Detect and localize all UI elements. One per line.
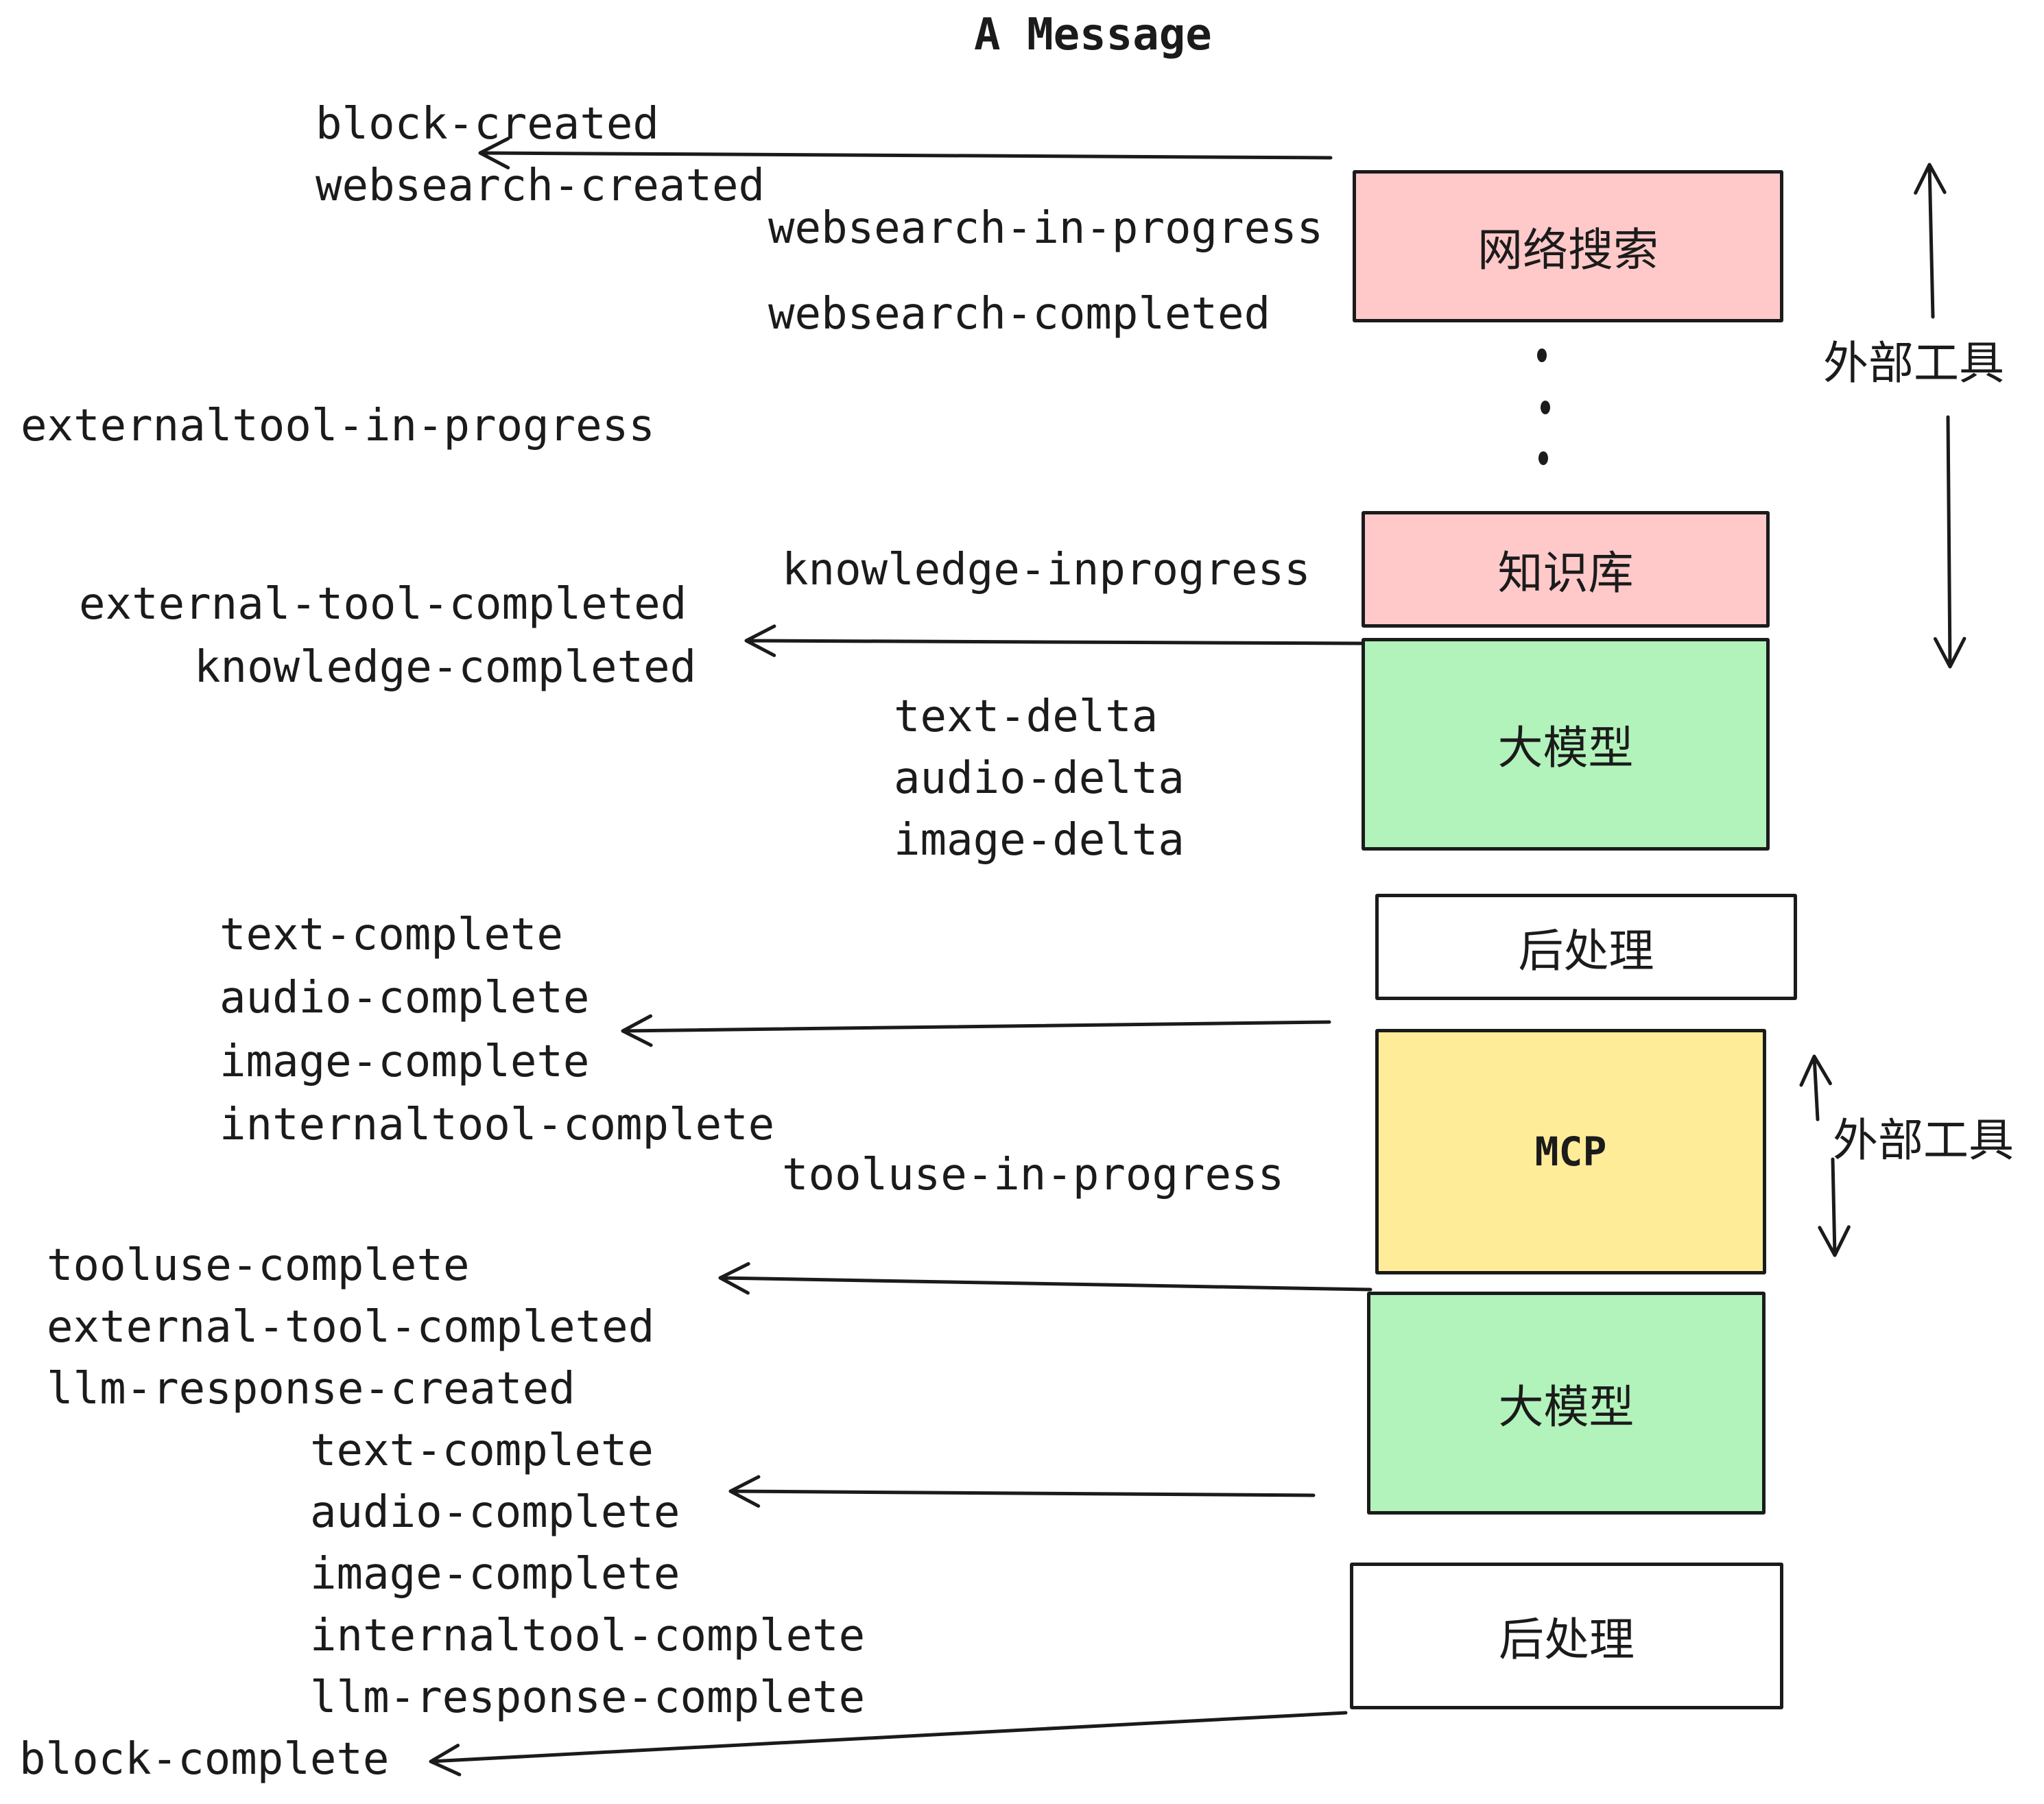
external-tools-down-arrow-mid [1818, 1157, 1851, 1257]
label-externaltool-in-progress: externaltool-in-progress [21, 401, 655, 451]
ellipsis-dot [1538, 451, 1548, 465]
label-text-complete-2: text-complete [310, 1425, 654, 1476]
arrow-to-audio-complete [728, 1475, 1316, 1508]
label-knowledge-completed: knowledge-completed [194, 642, 697, 693]
box-postprocess-1: 后处理 [1375, 894, 1797, 1000]
node-box-label: 大模型 [1497, 722, 1634, 773]
label-websearch-in-progress: websearch-in-progress [768, 203, 1324, 254]
label-tooluse-in-progress: tooluse-in-progress [782, 1150, 1285, 1200]
box-websearch: 网络搜索 [1353, 170, 1783, 322]
label-image-complete-1: image-complete [219, 1036, 590, 1087]
label-websearch-created: websearch-created [316, 161, 765, 211]
label-websearch-completed: websearch-completed [768, 289, 1271, 340]
box-knowledge: 知识库 [1362, 511, 1770, 628]
external-tools-down-arrow-top [1933, 415, 1966, 669]
label-audio-complete-2: audio-complete [310, 1487, 680, 1538]
node-box-label: 后处理 [1518, 925, 1654, 976]
arrow-to-external-tool-completed [718, 1261, 1372, 1295]
label-knowledge-inprogress: knowledge-inprogress [782, 545, 1311, 595]
label-llm-response-complete: llm-response-complete [310, 1672, 866, 1723]
label-audio-delta-1: audio-delta [894, 753, 1185, 804]
node-box-label: 知识库 [1497, 547, 1634, 598]
label-external-tool-completed-1: external-tool-completed [79, 579, 687, 630]
ellipsis-dot [1541, 401, 1550, 414]
external-tools-label-top: 外部工具 [1823, 337, 2004, 388]
label-internaltool-complete-1: internaltool-complete [219, 1100, 775, 1150]
node-box-label: 大模型 [1498, 1381, 1635, 1432]
label-image-delta-1: image-delta [894, 815, 1185, 866]
box-llm-2: 大模型 [1367, 1292, 1766, 1515]
arrow-to-image-complete [621, 1014, 1331, 1047]
label-audio-complete-1: audio-complete [219, 973, 590, 1023]
label-internaltool-complete-2: internaltool-complete [310, 1611, 866, 1661]
external-tools-up-arrow-mid [1799, 1054, 1832, 1121]
label-block-complete: block-complete [19, 1734, 390, 1785]
page-title: A Message [974, 10, 1212, 60]
arrow-to-knowledge-completed [744, 624, 1366, 657]
label-external-tool-completed-2: external-tool-completed [47, 1302, 655, 1353]
external-tools-up-arrow-top [1914, 163, 1947, 319]
ellipsis-dot [1537, 348, 1547, 362]
node-box-label: 网络搜索 [1477, 224, 1659, 275]
box-postprocess-2: 后处理 [1350, 1563, 1783, 1709]
label-tooluse-complete: tooluse-complete [47, 1240, 470, 1291]
label-image-complete-2: image-complete [310, 1549, 680, 1600]
box-mcp: MCP [1375, 1029, 1766, 1274]
external-tools-label-mid: 外部工具 [1833, 1115, 2014, 1165]
label-text-complete-1: text-complete [219, 910, 563, 960]
node-box-label: MCP [1534, 1128, 1607, 1175]
label-text-delta-1: text-delta [894, 691, 1158, 742]
box-llm-1: 大模型 [1362, 638, 1770, 851]
node-box-label: 后处理 [1499, 1614, 1635, 1665]
label-block-created: block-created [316, 99, 659, 150]
label-llm-response-created: llm-response-created [47, 1364, 575, 1414]
